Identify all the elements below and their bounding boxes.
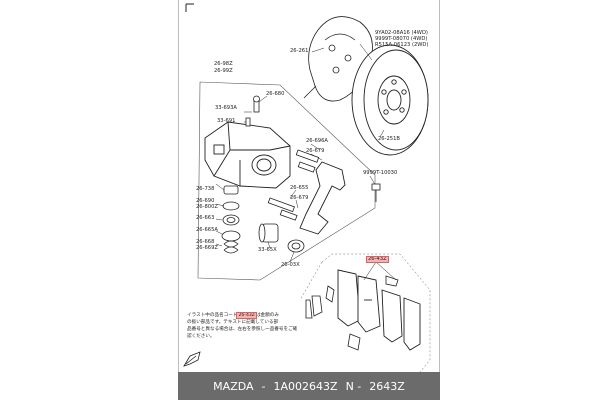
caliper-body [204, 121, 291, 189]
label-pin-b: 26-679 [290, 195, 309, 201]
label-caliper-set-a: 26-98Z [214, 61, 233, 67]
caliper-bracket [299, 161, 346, 235]
brake-disc [351, 44, 429, 156]
pad-clips [305, 275, 399, 351]
label-boot-b: 26-800Z [196, 204, 218, 210]
note-line-2: の扱い部品です。テキストに記載している部 [187, 320, 279, 326]
caption-sep-2: N - [345, 379, 362, 393]
note-line-1: イラスト中の品名コード26-43Zは金額のみ [187, 312, 312, 319]
label-boot-a: 26-690 [196, 198, 215, 204]
front-arrow-icon [183, 351, 201, 367]
corner-marker [185, 3, 194, 12]
label-pin-a: 26-655 [290, 185, 309, 191]
label-bleeder-cap: 33-693A [215, 105, 237, 111]
label-piston: 33-65X [258, 247, 277, 253]
note-line-4: 認ください。 [187, 334, 215, 340]
caption-brand: MAZDA [213, 379, 254, 393]
caption-sep-1: - [261, 379, 266, 393]
label-disc: 26-251B [378, 136, 400, 142]
label-caliper-set-b: 26-99Z [214, 68, 233, 74]
diagram-note: イラスト中の品名コード26-43Zは金額のみ の扱い部品です。テキストに記載して… [187, 312, 312, 340]
caption-ref: 2643Z [369, 379, 405, 393]
label-bush-a: 26-696A [306, 138, 328, 144]
label-spring-b: 26-669Z [196, 245, 218, 251]
assembly-outline [197, 81, 376, 281]
leader-lines-lower [215, 183, 397, 281]
note-line-3: 品番号と異なる場合は、左右を参照し一品番号をご確 [187, 327, 298, 333]
label-bolt-a: 9YA02-08A16 (4WD) [375, 30, 428, 36]
label-dust-a: 26-738 [196, 186, 215, 192]
note-line-1-post: は金額のみ [255, 313, 279, 318]
label-pads: 26-43Z [366, 255, 389, 264]
label-spring-a: 26-668 [196, 239, 215, 245]
label-ring: 26-663 [196, 215, 215, 221]
label-bolt-b: 9999T-08070 (4WD) [375, 36, 428, 42]
caption-part-number: 1A002643Z [273, 379, 338, 393]
part-caption-bar: MAZDA - 1A002643Z N - 2643Z [178, 372, 440, 400]
label-bolt-c: R515A-06123 (2WD) [375, 42, 429, 48]
label-piston-seal: 26-03X [281, 262, 300, 268]
label-screw: 33-691 [217, 118, 236, 124]
piston-seal-stack [221, 185, 305, 254]
note-line-1-pre: イラスト中の品名コード [187, 313, 238, 318]
note-code: 26-43Z [236, 312, 257, 319]
guide-pins [267, 149, 381, 221]
pad-group-frame [299, 253, 431, 373]
label-bolt-d: 9999T-10030 [363, 170, 398, 176]
label-seal: 26-665A [196, 227, 218, 233]
label-shield: 26-261 [290, 48, 309, 54]
brake-pads [337, 269, 421, 351]
bleeder-screw [245, 95, 260, 127]
label-bush-b: 26-679 [306, 148, 325, 154]
label-bleeder: 26-680 [266, 91, 285, 97]
